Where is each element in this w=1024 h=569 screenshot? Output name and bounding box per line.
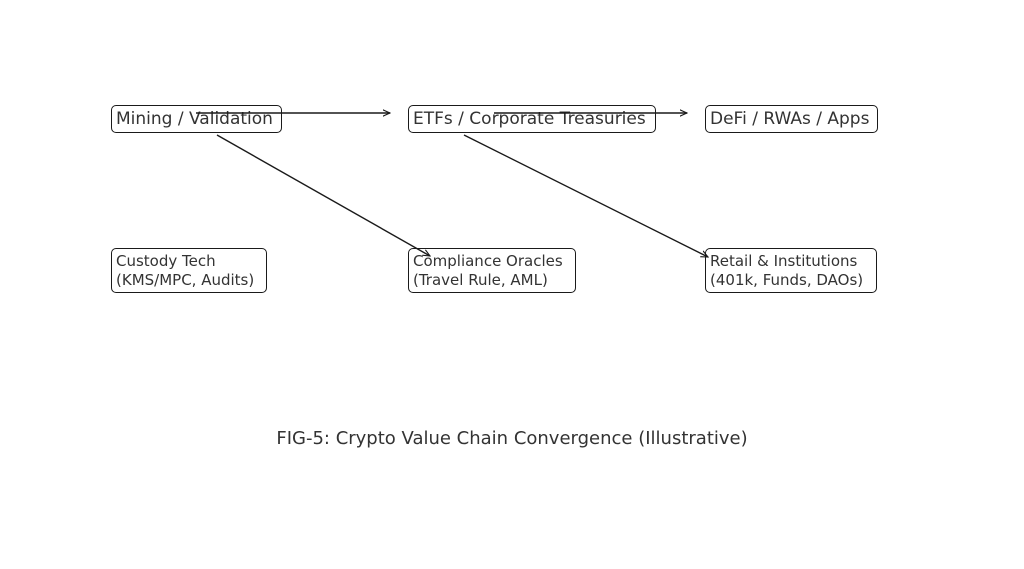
node-defi-rwas-apps: DeFi / RWAs / Apps <box>705 105 878 133</box>
node-label: Mining / Validation <box>116 109 273 129</box>
node-label: DeFi / RWAs / Apps <box>710 109 870 129</box>
node-label-line1: Custody Tech <box>116 252 216 270</box>
node-label-line2: (KMS/MPC, Audits) <box>116 271 255 289</box>
node-etfs-corporate-treasuries: ETFs / Corporate Treasuries <box>408 105 656 133</box>
node-compliance-oracles: Compliance Oracles (Travel Rule, AML) <box>408 248 576 293</box>
node-custody-tech: Custody Tech (KMS/MPC, Audits) <box>111 248 267 293</box>
node-label-line2: (401k, Funds, DAOs) <box>710 271 864 289</box>
edge-etfs-to-retail <box>463 134 708 258</box>
figure-caption: FIG-5: Crypto Value Chain Convergence (I… <box>276 428 748 449</box>
node-label: ETFs / Corporate Treasuries <box>413 109 646 129</box>
node-label-line1: Compliance Oracles <box>413 252 563 270</box>
node-retail-institutions: Retail & Institutions (401k, Funds, DAOs… <box>705 248 877 293</box>
node-label-line1: Retail & Institutions <box>710 252 858 270</box>
node-label-line2: (Travel Rule, AML) <box>413 271 548 289</box>
edge-mining-to-compliance <box>216 134 430 256</box>
node-mining-validation: Mining / Validation <box>111 105 282 133</box>
